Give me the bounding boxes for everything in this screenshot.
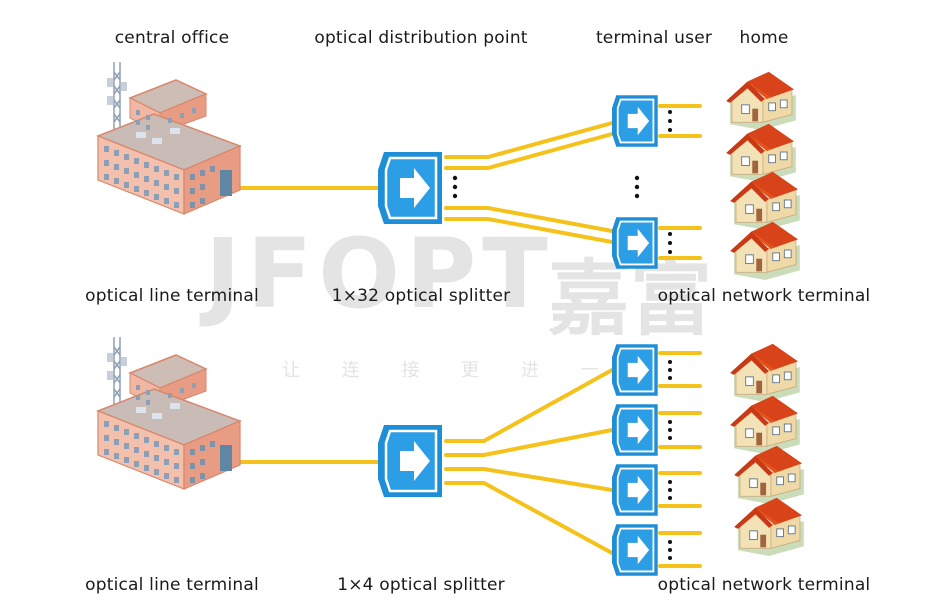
header-terminal-user: terminal user <box>595 28 713 48</box>
top-splitter-label: 1×32 optical splitter <box>331 286 511 306</box>
house-icon <box>725 123 797 182</box>
bottom-splitter-label: 1×4 optical splitter <box>337 575 505 595</box>
house-icon <box>725 71 797 130</box>
house-icon <box>729 343 801 402</box>
splitter-1x32 <box>378 150 444 226</box>
splitter-1x4 <box>378 423 444 499</box>
bottom-network <box>224 351 702 568</box>
ont-bottom-4 <box>612 523 659 577</box>
ont-top-1 <box>612 94 659 148</box>
header-central-office: central office <box>114 28 230 48</box>
top-olt-label: optical line terminal <box>85 286 259 306</box>
branch-fiber <box>444 132 614 170</box>
ellipsis-dots <box>668 360 672 560</box>
header-distribution-point: optical distribution point <box>314 28 528 48</box>
house-icon <box>729 171 801 230</box>
watermark-slogan: 让 连 接 更 进 一 <box>282 360 617 381</box>
house-icon <box>729 221 801 280</box>
house-icon <box>729 395 801 454</box>
bottom-ont-label: optical network terminal <box>657 575 871 595</box>
house-icon <box>733 497 805 556</box>
branch-fiber <box>444 217 614 244</box>
watermark-brand: JFOPT <box>205 218 554 330</box>
branch-fiber <box>444 206 614 233</box>
ont-bottom-3 <box>612 463 659 517</box>
header-home: home <box>739 28 789 48</box>
ont-bottom-2 <box>612 403 659 457</box>
central-office-building-bottom <box>97 336 241 490</box>
central-office-building-top <box>97 61 241 215</box>
branch-fiber <box>444 368 614 443</box>
top-ont-label: optical network terminal <box>657 286 871 306</box>
bottom-olt-label: optical line terminal <box>85 575 259 595</box>
branch-fiber <box>444 428 614 457</box>
ellipsis-dots <box>452 110 672 254</box>
branch-fiber <box>444 467 614 492</box>
top-network <box>224 104 702 260</box>
ont-bottom-1 <box>612 343 659 397</box>
branch-fiber <box>444 481 614 555</box>
branch-fiber <box>444 121 614 159</box>
ont-top-2 <box>612 216 659 270</box>
house-icon <box>733 445 805 504</box>
